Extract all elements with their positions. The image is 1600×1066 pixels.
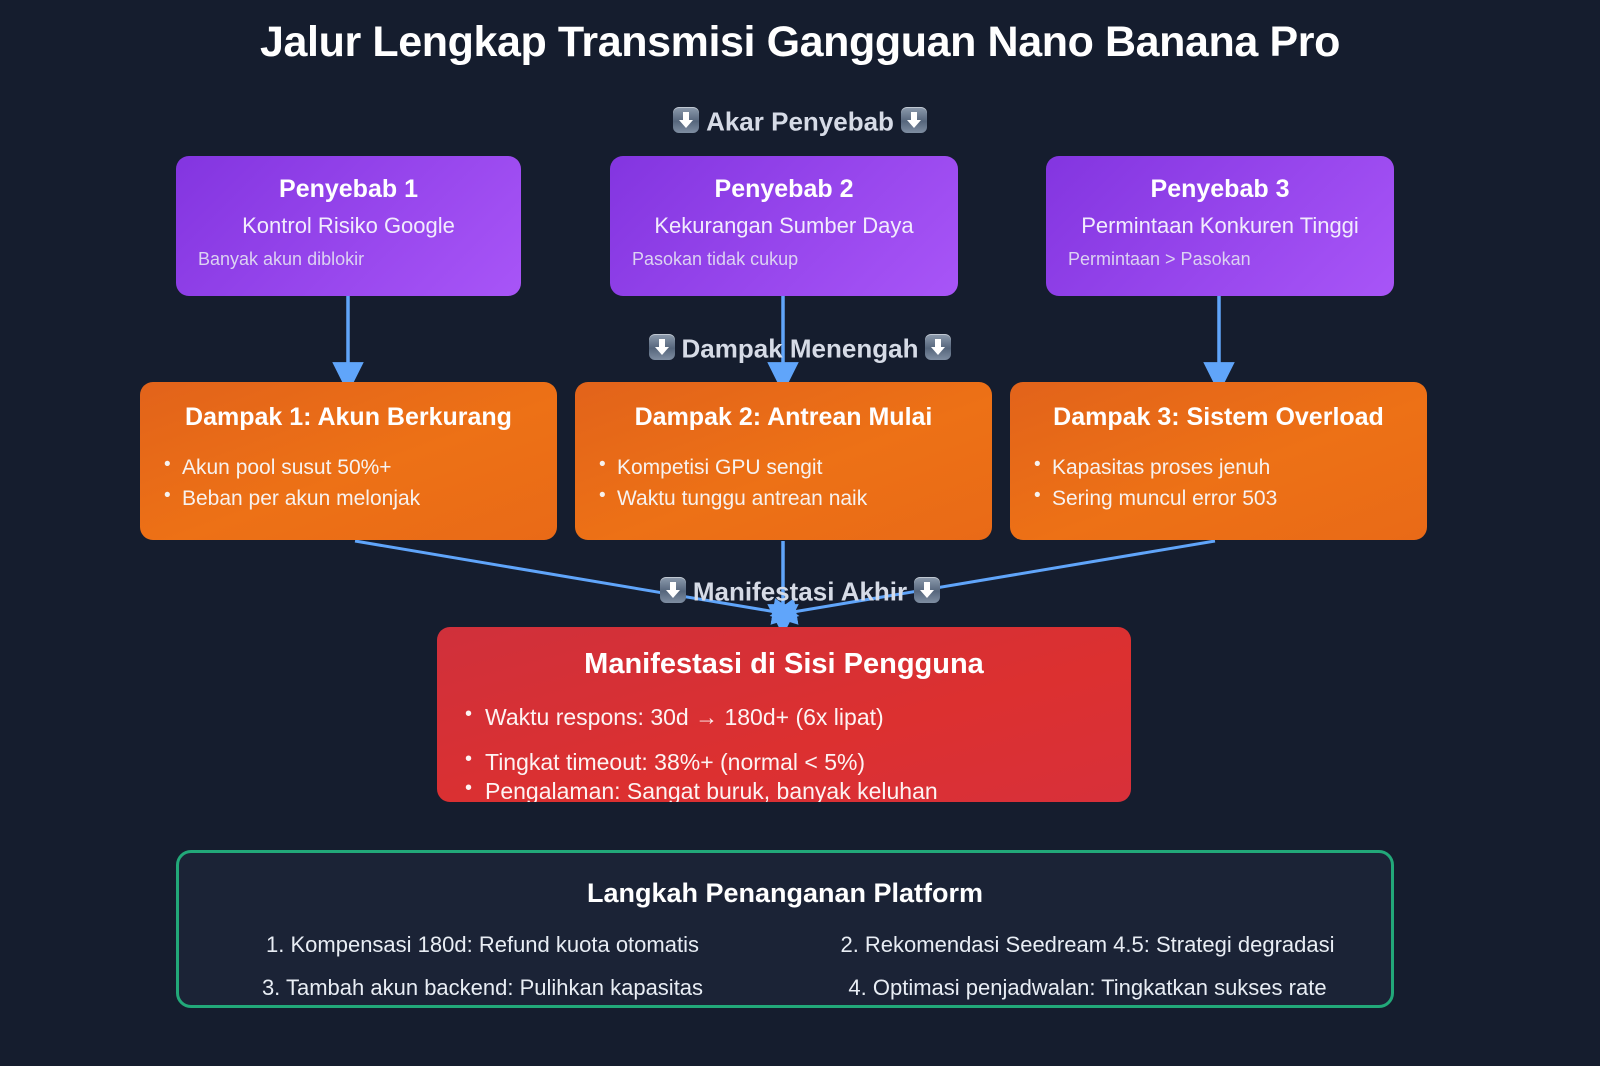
- solution-item-3: 3. Tambah akun backend: Pulihkan kapasit…: [261, 975, 704, 1001]
- cause-card-3-subtitle: Permintaan Konkuren Tinggi: [1081, 212, 1359, 238]
- manifestation-title: Manifestasi di Sisi Pengguna: [584, 648, 984, 680]
- impact-card-2[interactable]: Dampak 2: Antrean Mulai Kompetisi GPU se…: [575, 382, 992, 540]
- solutions-list: 1. Kompensasi 180d: Refund kuota otomati…: [209, 931, 1361, 1002]
- cause-card-2-detail: Pasokan tidak cukup: [632, 248, 799, 269]
- manifestation-bullet-3: Pengalaman: Sangat buruk, banyak keluhan: [465, 776, 1103, 802]
- impact-card-3-title: Dampak 3: Sistem Overload: [1053, 403, 1384, 431]
- down-arrow-icon: [900, 107, 927, 134]
- section-label-root-cause: Akar Penyebab: [0, 105, 1600, 138]
- cause-card-3[interactable]: Penyebab 3 Permintaan Konkuren Tinggi Pe…: [1046, 156, 1394, 296]
- impact-card-2-bullets: Kompetisi GPU sengit Waktu tunggu antrea…: [599, 450, 968, 514]
- cause-card-1-detail: Banyak akun diblokir: [198, 248, 365, 269]
- impact-card-3-bullet-1: Kapasitas proses jenuh: [1034, 450, 1403, 483]
- impact-card-3[interactable]: Dampak 3: Sistem Overload Kapasitas pros…: [1010, 382, 1427, 540]
- section-label-final-manifestation: Manifestasi Akhir: [0, 575, 1600, 608]
- page-title: Jalur Lengkap Transmisi Gangguan Nano Ba…: [260, 18, 1340, 66]
- impact-card-3-bullet-2: Sering muncul error 503: [1034, 482, 1403, 514]
- down-arrow-icon: [673, 107, 700, 134]
- impact-card-1-title: Dampak 1: Akun Berkurang: [185, 403, 512, 431]
- impact-card-2-bullet-1: Kompetisi GPU sengit: [599, 450, 968, 483]
- down-arrow-icon: [648, 334, 675, 361]
- cause-card-2-title: Penyebab 2: [714, 175, 854, 203]
- cause-card-2[interactable]: Penyebab 2 Kekurangan Sumber Daya Pasoka…: [610, 156, 958, 296]
- impact-card-1-bullet-1: Akun pool susut 50%+: [164, 450, 533, 483]
- cause-card-3-title: Penyebab 3: [1150, 175, 1290, 203]
- solution-item-2: 2. Rekomendasi Seedream 4.5: Strategi de…: [840, 931, 1335, 957]
- impact-card-2-bullet-2: Waktu tunggu antrean naik: [599, 482, 968, 514]
- manifestation-bullets: Waktu respons: 30d → 180d+ (6x lipat) Ti…: [465, 702, 1103, 802]
- cause-card-1-title: Penyebab 1: [279, 175, 418, 203]
- down-arrow-icon: [925, 334, 952, 361]
- impact-card-2-title: Dampak 2: Antrean Mulai: [634, 403, 933, 431]
- section-label-final-manifestation-text: Manifestasi Akhir: [692, 576, 908, 607]
- down-arrow-icon: [914, 577, 941, 604]
- manifestation-card[interactable]: Manifestasi di Sisi Pengguna Waktu respo…: [437, 627, 1131, 802]
- solution-item-4: 4. Optimasi penjadwalan: Tingkatkan suks…: [848, 975, 1327, 1001]
- cause-card-1[interactable]: Penyebab 1 Kontrol Risiko Google Banyak …: [176, 156, 521, 296]
- cause-card-2-subtitle: Kekurangan Sumber Daya: [654, 212, 914, 238]
- impact-card-1-bullet-2: Beban per akun melonjak: [164, 482, 533, 514]
- manifestation-bullet-2: Tingkat timeout: 38%+ (normal < 5%): [465, 747, 1103, 777]
- impact-card-1-bullets: Akun pool susut 50%+ Beban per akun melo…: [164, 450, 533, 514]
- solutions-panel[interactable]: Langkah Penanganan Platform 1. Kompensas…: [176, 850, 1394, 1008]
- section-label-mid-impact-text: Dampak Menengah: [681, 333, 919, 364]
- section-label-root-cause-text: Akar Penyebab: [706, 106, 894, 137]
- down-arrow-icon: [659, 577, 686, 604]
- cause-card-1-subtitle: Kontrol Risiko Google: [242, 212, 455, 238]
- impact-card-1[interactable]: Dampak 1: Akun Berkurang Akun pool susut…: [140, 382, 557, 540]
- section-label-mid-impact: Dampak Menengah: [0, 332, 1600, 365]
- solution-item-1: 1. Kompensasi 180d: Refund kuota otomati…: [266, 931, 699, 957]
- impact-card-3-bullets: Kapasitas proses jenuh Sering muncul err…: [1034, 450, 1403, 514]
- solutions-title: Langkah Penanganan Platform: [586, 878, 984, 908]
- manifestation-bullet-1: Waktu respons: 30d → 180d+ (6x lipat): [465, 702, 1103, 732]
- cause-card-3-detail: Permintaan > Pasokan: [1068, 248, 1251, 269]
